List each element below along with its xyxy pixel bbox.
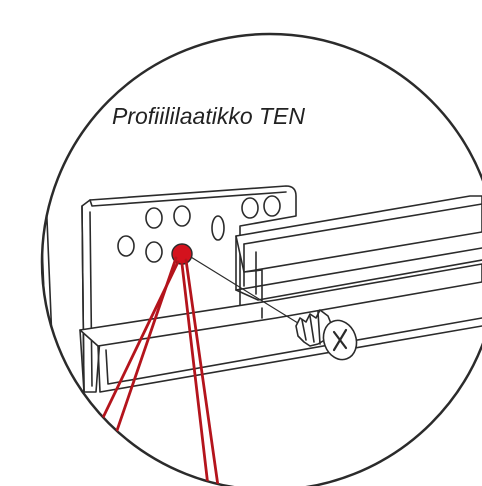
drawer-profile-rail	[235, 195, 482, 301]
bracket-hole	[263, 195, 281, 217]
phillips-screw	[295, 309, 358, 361]
bracket-slot	[211, 215, 225, 241]
phillips-cross-icon	[332, 328, 348, 352]
diagram-title: Profiililaatikko TEN	[112, 103, 305, 129]
bracket-hole	[173, 205, 191, 227]
bracket-hole	[145, 241, 163, 263]
bracket-hole	[117, 235, 135, 257]
lower-runner	[79, 263, 482, 393]
screw-guide-line	[185, 253, 307, 329]
bracket-hole	[145, 207, 163, 229]
bracket-hole	[241, 197, 259, 219]
